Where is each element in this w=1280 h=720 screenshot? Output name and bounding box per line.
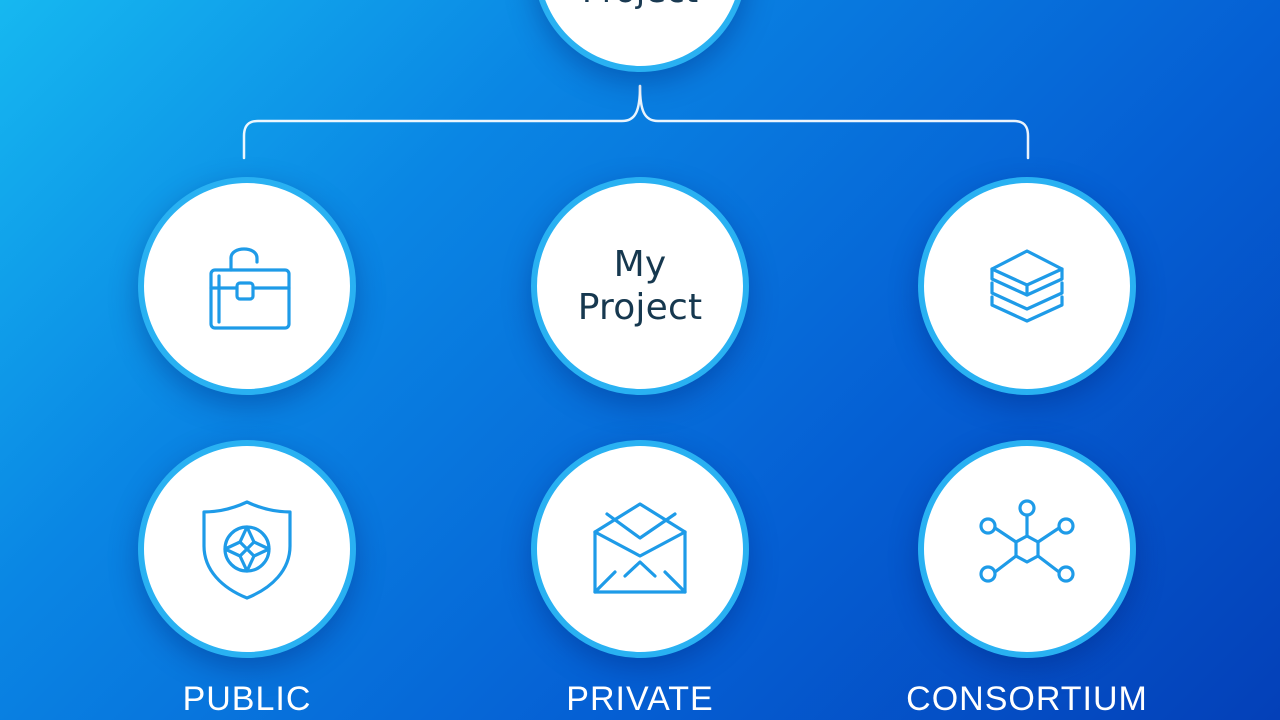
layers-node <box>918 177 1136 395</box>
center-node-label: My Project <box>578 243 703 329</box>
briefcase-node <box>138 177 356 395</box>
briefcase-icon <box>197 236 297 336</box>
shield-node <box>138 440 356 658</box>
shield-icon <box>192 494 302 604</box>
top-node-label: Project <box>582 0 698 8</box>
top-project-node: Project <box>533 0 747 72</box>
layers-icon <box>982 241 1072 331</box>
envelope-node <box>531 440 749 658</box>
center-label-line1: My <box>613 244 667 285</box>
my-project-node: My Project <box>531 177 749 395</box>
network-node <box>918 440 1136 658</box>
category-label-public: PUBLIC <box>182 680 312 718</box>
center-label-line2: Project <box>577 287 703 328</box>
network-nodes-icon <box>972 494 1082 604</box>
category-label-private: PRIVATE <box>566 680 714 718</box>
category-label-consortium: CONSORTIUM <box>906 680 1148 718</box>
envelope-icon <box>585 494 695 604</box>
